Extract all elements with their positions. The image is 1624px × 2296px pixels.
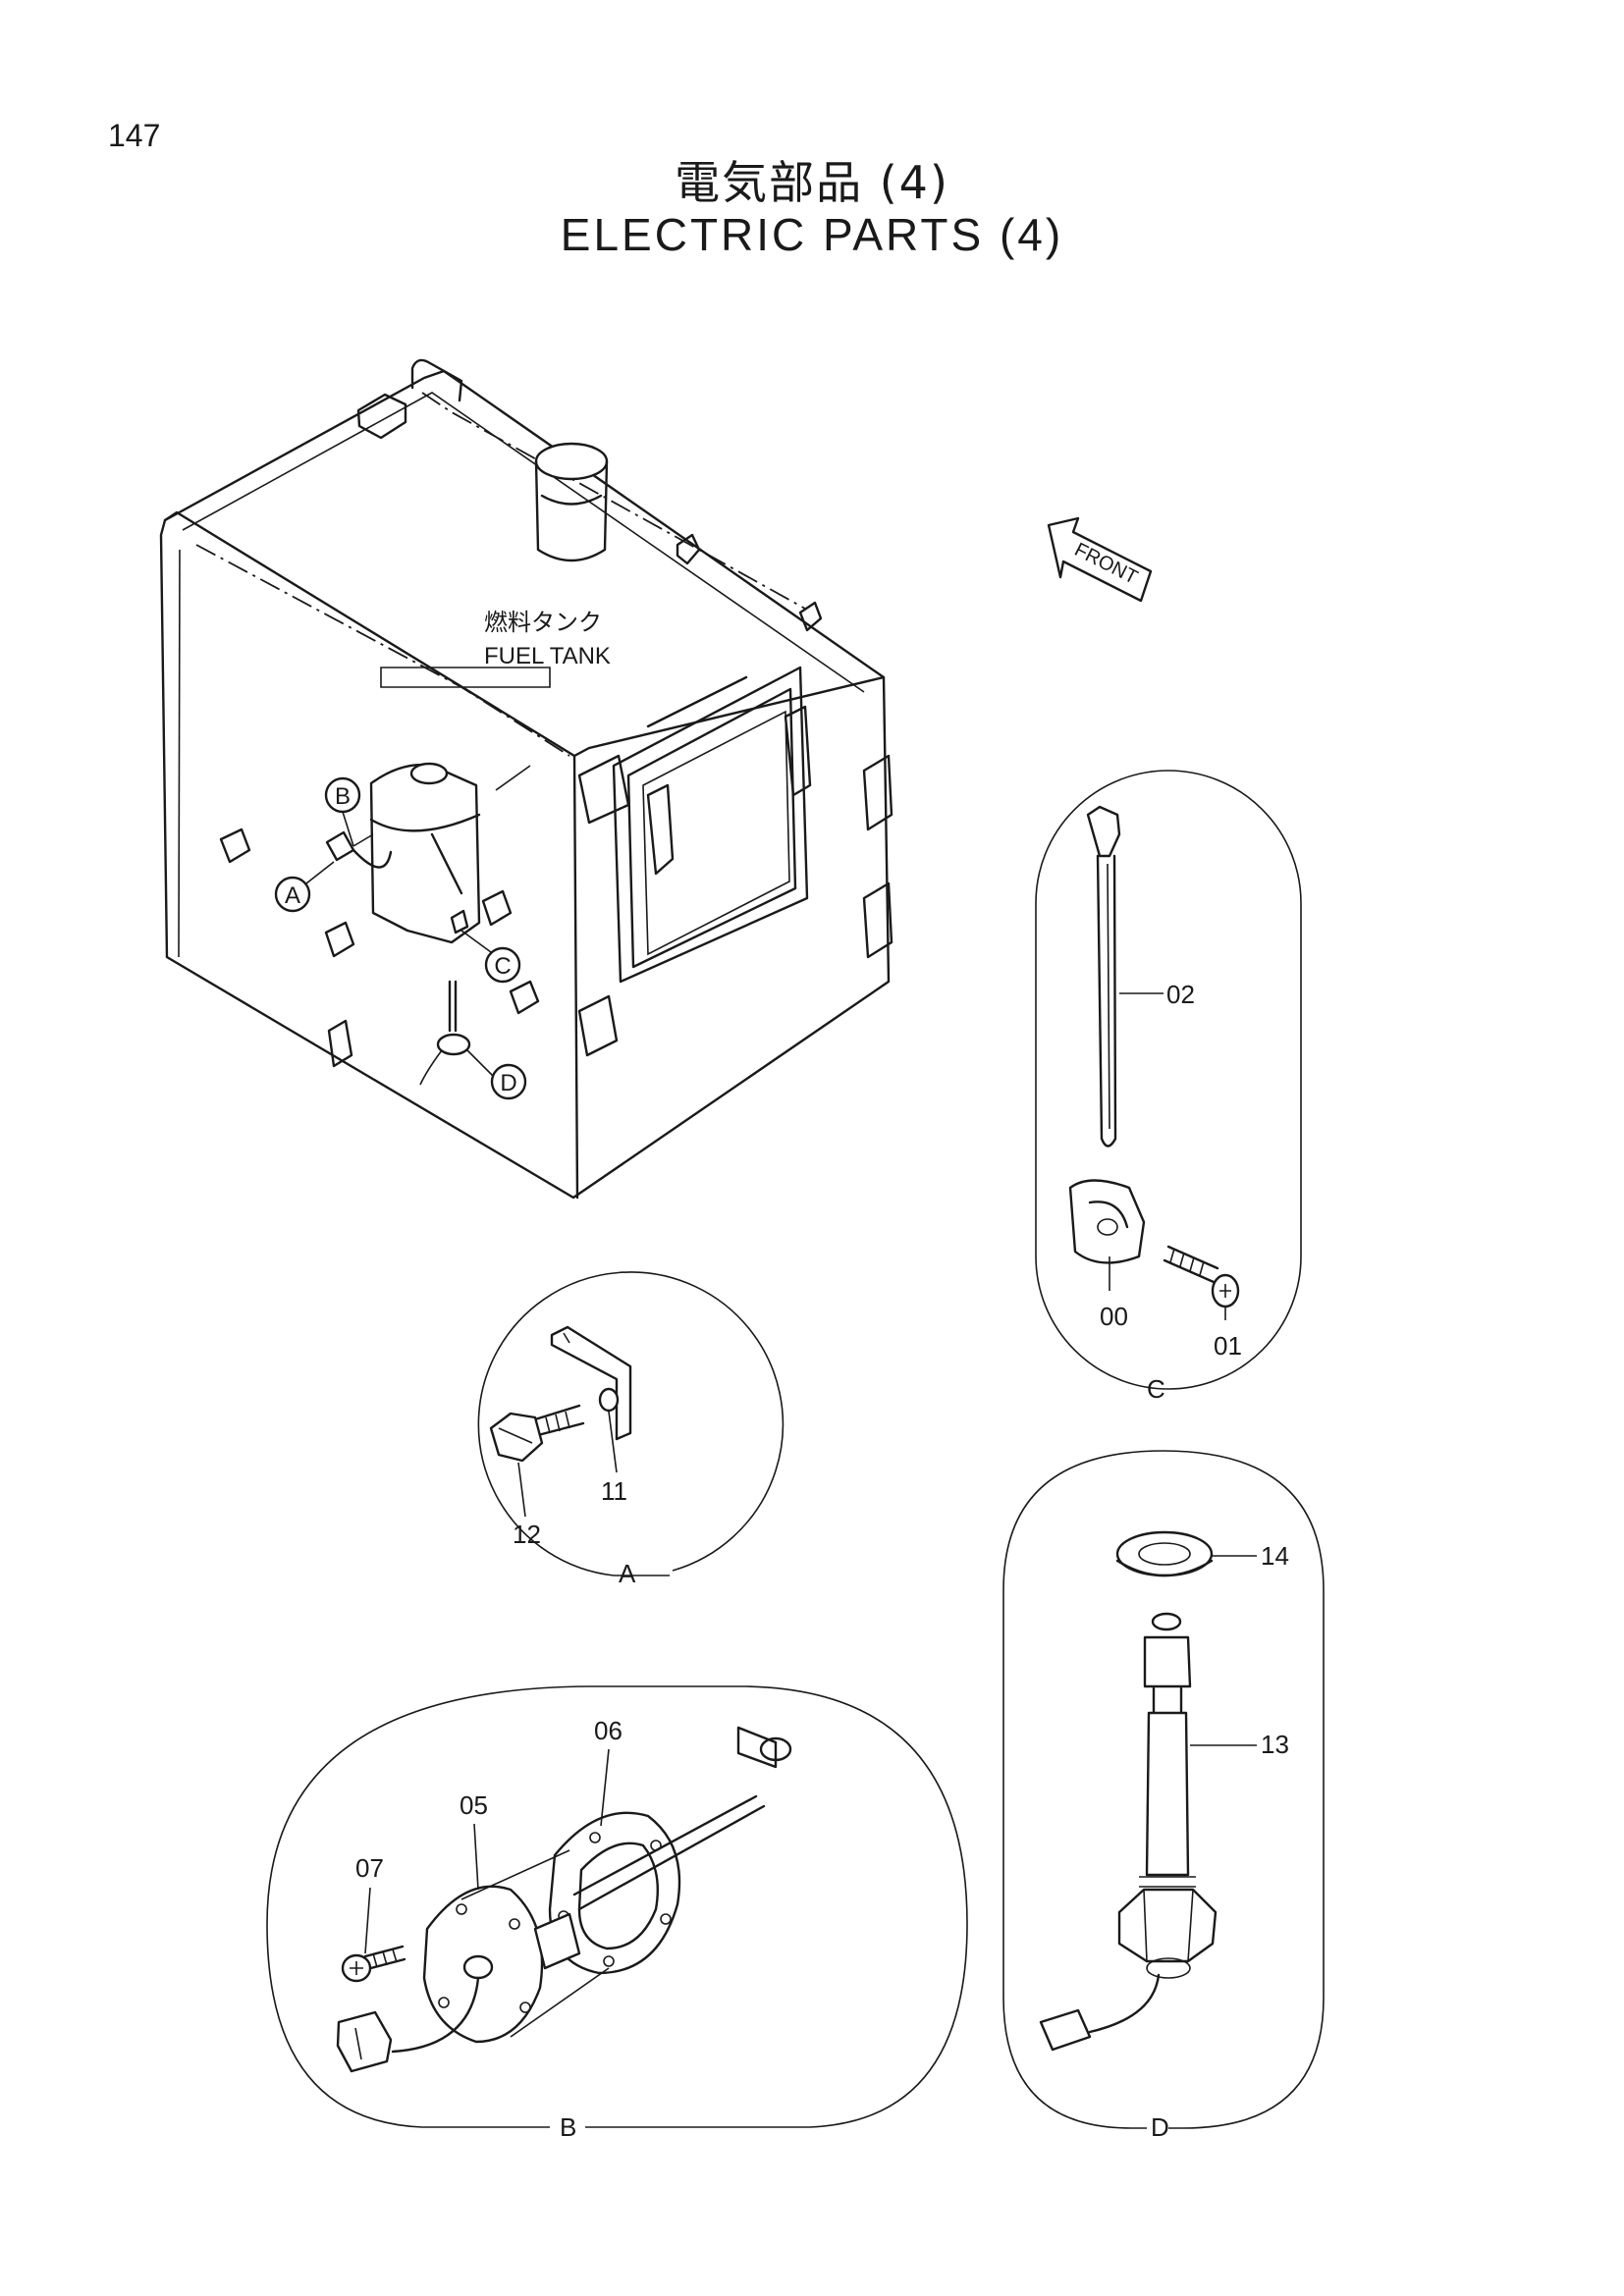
part-number-02: 02 [1166, 980, 1195, 1009]
part-number-06: 06 [594, 1716, 623, 1745]
callout-a-letter: A [285, 882, 300, 909]
detail-c [1035, 770, 1302, 1390]
part-number-12: 12 [513, 1520, 541, 1549]
page-title-english: ELECTRIC PARTS (4) [560, 209, 1064, 260]
detail-b [266, 1685, 968, 2128]
detail-a-label: A [619, 1559, 636, 1588]
detail-d [1002, 1450, 1325, 2129]
part-number-11: 11 [601, 1476, 627, 1506]
callout-a: A [274, 861, 335, 913]
detail-b-label: B [560, 2112, 576, 2142]
callout-c-letter: C [494, 953, 511, 980]
fuel-tank-label-english: FUEL TANK [484, 643, 611, 669]
fuel-tank-drawing [159, 358, 893, 1200]
part-number-14: 14 [1261, 1541, 1289, 1571]
part-number-05: 05 [460, 1790, 488, 1820]
front-arrow-label: FRONT [1071, 539, 1141, 589]
part-number-00: 00 [1100, 1302, 1128, 1331]
detail-c-label: C [1147, 1374, 1165, 1404]
page-title-japanese: 電気部品 (4) [675, 156, 949, 209]
part-number-01: 01 [1214, 1331, 1242, 1361]
callout-d-letter: D [500, 1070, 516, 1096]
callout-d: D [466, 1049, 527, 1100]
part-number-13: 13 [1261, 1730, 1289, 1759]
callout-b: B [324, 776, 361, 847]
fuel-tank-label-japanese: 燃料タンク [484, 610, 602, 636]
callout-b-letter: B [335, 783, 351, 810]
part-number-07: 07 [355, 1853, 384, 1883]
detail-a [477, 1271, 785, 1576]
callout-c: C [460, 930, 521, 984]
page-number: 147 [108, 118, 161, 153]
front-arrow: FRONT [1047, 516, 1153, 603]
detail-d-label: D [1151, 2112, 1169, 2142]
